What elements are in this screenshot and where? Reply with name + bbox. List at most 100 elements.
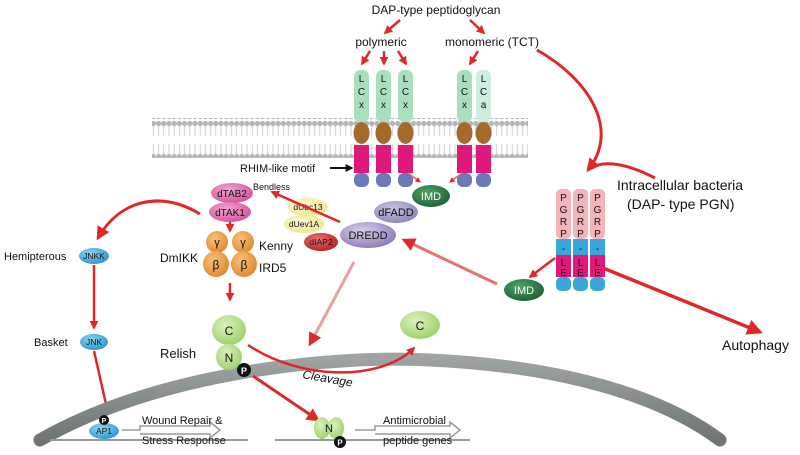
imd-protein: IMD [412, 185, 450, 207]
svg-text:-: - [562, 244, 565, 255]
svg-text:R: R [577, 217, 584, 228]
svg-text:P: P [577, 229, 584, 240]
relish-protein: C N [212, 315, 246, 370]
svg-text:E: E [577, 268, 584, 279]
receptor-to-imd-arrows [407, 172, 463, 183]
svg-text:L: L [561, 258, 567, 269]
intracellular-bacteria-arrow [591, 162, 656, 180]
svg-text:x: x [462, 100, 467, 111]
dredd-to-relish-arrow [308, 261, 356, 347]
bendless-label: Bendless [253, 182, 291, 192]
svg-text:P: P [560, 229, 567, 240]
autophagy-arrow [602, 266, 763, 335]
svg-text:L: L [381, 74, 387, 85]
dredd-to-dtab2-arrow [270, 190, 341, 224]
kenny-label: Kenny [259, 239, 293, 253]
svg-text:P: P [241, 366, 247, 376]
intracellular-line1: Intracellular bacteria [617, 177, 743, 193]
wound-line1: Wound Repair & [142, 415, 223, 427]
svg-text:G: G [594, 205, 602, 216]
svg-text:R: R [594, 217, 601, 228]
svg-text:P: P [594, 229, 601, 240]
nuclear-membrane [33, 352, 727, 447]
svg-text:C: C [402, 87, 409, 98]
svg-text:x: x [381, 100, 386, 111]
svg-text:-: - [579, 244, 582, 255]
hemipterous-label: Hemipterous [4, 251, 67, 263]
svg-text:E: E [594, 268, 601, 279]
ligand-title: DAP-type peptidoglycan [372, 3, 501, 17]
tct-to-pgrp-le-arrow [536, 48, 603, 173]
antimicrobial-line2: peptide genes [383, 435, 453, 447]
duev1a-protein: dUev1A [284, 215, 324, 233]
dtab2-protein: dTAB2 [211, 183, 253, 203]
intracellular-line2: (DAP- type PGN) [627, 196, 734, 212]
wound-gene-arrow [122, 420, 222, 440]
pgrp-le-receptor: PG RP PG RP PG RP --- LE LE LE [556, 189, 605, 291]
svg-text:DREDD: DREDD [348, 230, 387, 242]
svg-text:C: C [380, 87, 387, 98]
svg-text:G: G [577, 205, 585, 216]
svg-text:AP1: AP1 [96, 426, 112, 436]
jnkk-protein: JNKK [79, 248, 109, 264]
svg-text:a: a [481, 100, 487, 111]
svg-text:dFADD: dFADD [378, 207, 414, 219]
svg-text:L: L [595, 258, 601, 269]
svg-text:γ: γ [214, 237, 220, 249]
cleavage-arrow [247, 343, 416, 374]
svg-text:P: P [594, 193, 601, 204]
svg-text:L: L [481, 74, 487, 85]
relish-n-nuclear: N P [314, 417, 346, 448]
relish-phospho: P [237, 363, 251, 377]
dfadd-protein: dFADD [374, 201, 418, 223]
svg-text:N: N [325, 423, 333, 435]
svg-text:L: L [359, 74, 365, 85]
svg-text:C: C [416, 319, 425, 333]
svg-text:P: P [102, 418, 107, 425]
imd-le-to-dredd-arrow [401, 238, 498, 286]
svg-text:C: C [461, 87, 468, 98]
svg-text:JNKK: JNKK [83, 251, 105, 261]
svg-text:G: G [560, 205, 568, 216]
svg-text:IMD: IMD [421, 191, 441, 203]
dtak1-protein: dTAK1 [209, 202, 251, 222]
svg-text:E: E [560, 268, 567, 279]
wound-line2: Stress Response [142, 435, 226, 447]
ird5-label: IRD5 [259, 261, 287, 275]
dredd-protein: DREDD [340, 222, 396, 248]
svg-text:L: L [462, 74, 468, 85]
svg-text:x: x [403, 100, 408, 111]
svg-text:dTAB2: dTAB2 [217, 189, 247, 200]
svg-text:L: L [403, 74, 409, 85]
svg-text:β: β [241, 258, 248, 272]
svg-text:P: P [577, 193, 584, 204]
dtak1-to-jnkk-arrow [96, 199, 201, 241]
relish-n-nuclear-arrow [252, 374, 321, 422]
relish-label: Relish [160, 346, 196, 361]
svg-text:P: P [337, 439, 343, 448]
svg-text:C: C [225, 324, 234, 338]
svg-text:C: C [358, 87, 365, 98]
ligand-arrows [360, 19, 486, 66]
cleavage-label: Cleavage [301, 367, 354, 390]
svg-text:dIAP2: dIAP2 [309, 237, 332, 247]
svg-text:JNK: JNK [86, 337, 102, 347]
svg-text:dUev1A: dUev1A [289, 219, 320, 229]
svg-text:γ: γ [240, 237, 246, 249]
basket-label: Basket [34, 337, 68, 349]
amp-gene-arrow [355, 420, 462, 440]
monomeric-label: monomeric (TCT) [445, 35, 539, 49]
pgrp-lcx-lca-receptor: L C x L C a [456, 70, 492, 187]
autophagy-label: Autophagy [722, 337, 789, 353]
imd-protein-le: IMD [504, 279, 544, 301]
svg-text:x: x [359, 100, 364, 111]
svg-text:L: L [578, 258, 584, 269]
svg-text:R: R [560, 217, 567, 228]
svg-text:dTAK1: dTAK1 [215, 208, 245, 219]
ap1-protein: AP1 P [89, 415, 119, 439]
antimicrobial-line1: Antimicrobial [383, 415, 446, 427]
pgrp-lcx-receptor: L C x L C x L C x [353, 70, 414, 187]
relish-c-fragment: C [400, 311, 440, 339]
svg-text:IMD: IMD [514, 285, 534, 297]
